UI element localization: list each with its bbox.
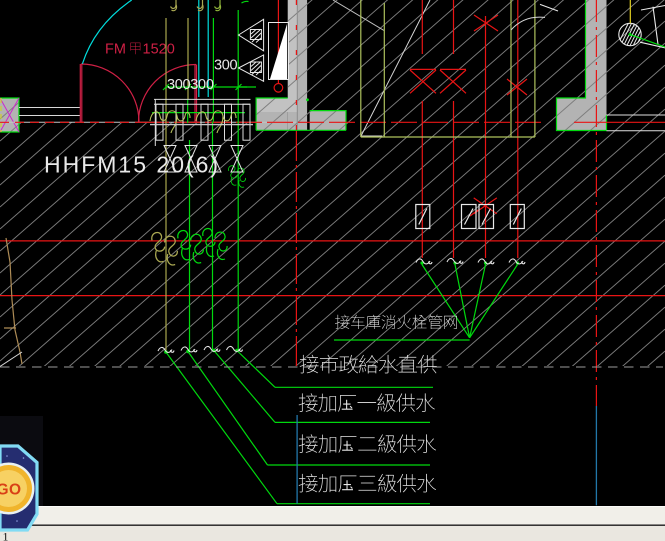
svg-text:GO: GO bbox=[0, 482, 22, 499]
svg-text:FM: FM bbox=[105, 42, 126, 58]
svg-text:1: 1 bbox=[3, 530, 9, 541]
svg-text:300300: 300300 bbox=[167, 77, 214, 93]
svg-text:300: 300 bbox=[214, 58, 238, 74]
svg-text:1520: 1520 bbox=[143, 42, 175, 58]
svg-text:HHFM15 20(6): HHFM15 20(6) bbox=[44, 152, 220, 178]
